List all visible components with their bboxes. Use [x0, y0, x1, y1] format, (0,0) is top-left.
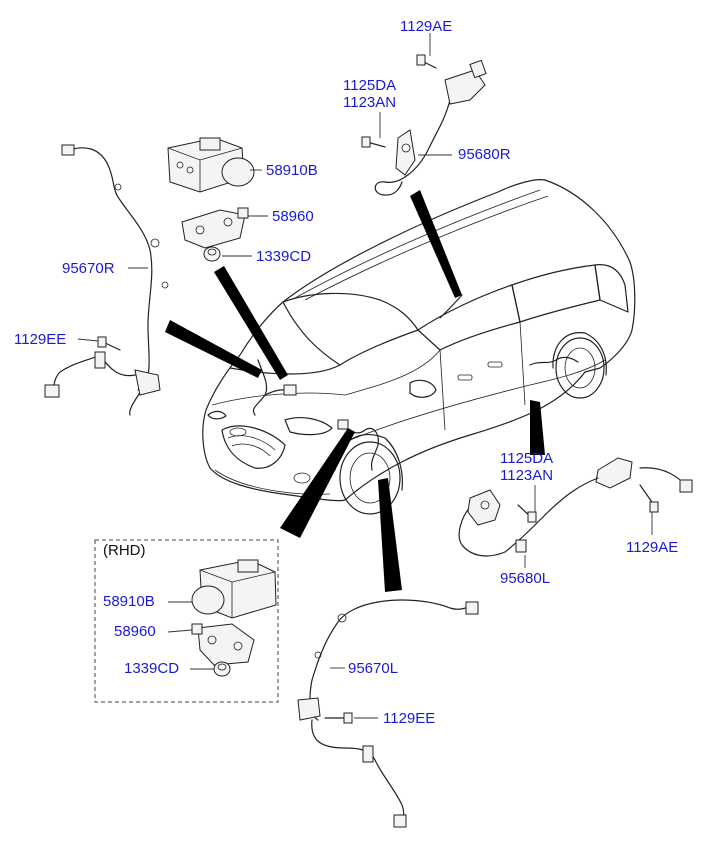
vehicle-wiring	[252, 294, 579, 471]
hecu-58910b-top	[167, 137, 255, 193]
bracket-58960-top	[181, 207, 249, 249]
rhd-box-border	[94, 539, 279, 703]
label-1339cd-top[interactable]: 1339CD	[256, 248, 312, 265]
sensor-95680r	[361, 54, 487, 196]
label-58960-top[interactable]: 58960	[272, 208, 314, 225]
bracket-58960-rhd	[191, 623, 255, 666]
label-1123an-right[interactable]: 1123AN	[500, 467, 554, 484]
label-58910b-top[interactable]: 58910B	[266, 162, 318, 179]
sensor-95680l	[458, 457, 693, 557]
label-95670l[interactable]: 95670L	[348, 660, 399, 677]
label-58910b-rhd[interactable]: 58910B	[103, 593, 155, 610]
sensor-95670l	[297, 599, 479, 828]
label-95680l[interactable]: 95680L	[500, 570, 551, 587]
label-1125da-top[interactable]: 1125DA	[343, 77, 397, 94]
bushing-1339cd-top	[203, 246, 221, 262]
label-58960-rhd[interactable]: 58960	[114, 623, 156, 640]
label-95680r[interactable]: 95680R	[458, 146, 511, 163]
rhd-caption: (RHD)	[103, 542, 146, 559]
label-1129ae-right[interactable]: 1129AE	[626, 539, 679, 556]
label-1125da-right[interactable]: 1125DA	[500, 450, 554, 467]
label-95670r[interactable]: 95670R	[62, 260, 115, 277]
hecu-58910b-rhd	[191, 559, 277, 619]
label-1129ee-bottom[interactable]: 1129EE	[383, 710, 436, 727]
callout-wedges	[165, 190, 545, 592]
label-1339cd-rhd[interactable]: 1339CD	[124, 660, 180, 677]
label-1129ae-top[interactable]: 1129AE	[400, 18, 453, 35]
label-1123an-top[interactable]: 1123AN	[343, 94, 397, 111]
label-1129ee-left[interactable]: 1129EE	[14, 331, 67, 348]
leader-lines	[77, 33, 653, 719]
bushing-1339cd-rhd	[213, 661, 231, 677]
sensor-95670r	[44, 144, 169, 416]
